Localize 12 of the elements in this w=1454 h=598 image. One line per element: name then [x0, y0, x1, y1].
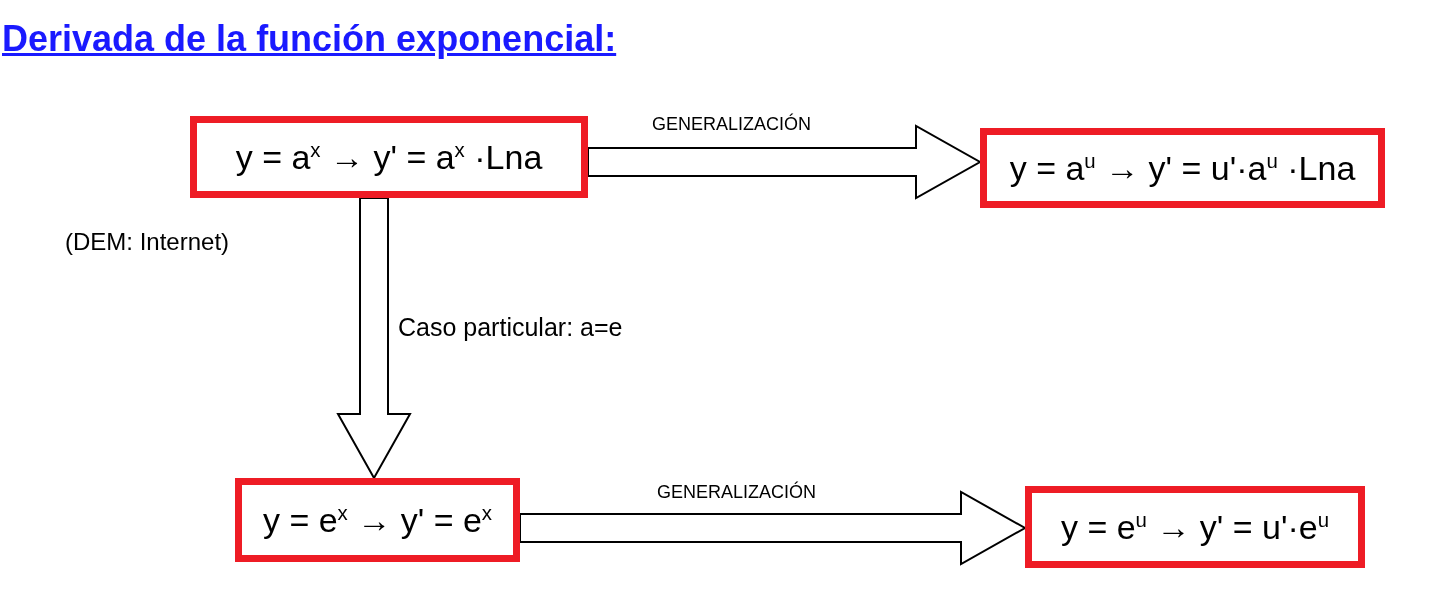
formula: y = a$^{u}$ → y' = u'·a$^{u}$ ·Lna [1009, 148, 1356, 188]
title: Derivada de la función exponencial: [2, 18, 617, 60]
formula-box [235, 478, 520, 562]
formula: y = a$^{x}$ → y' = a$^{x}$ ·Lna [235, 137, 543, 177]
formula-box [190, 116, 588, 198]
block-arrow [587, 124, 983, 200]
formula: y = e$^{u}$ → y' = u'·e$^{u}$ [1060, 507, 1330, 547]
block-arrow [519, 490, 1028, 566]
formula-box [980, 128, 1385, 208]
block-arrow [336, 197, 412, 481]
formula-box [1025, 486, 1365, 568]
formula: y = e$^{x}$ → y' = e$^{x}$ [262, 500, 493, 540]
